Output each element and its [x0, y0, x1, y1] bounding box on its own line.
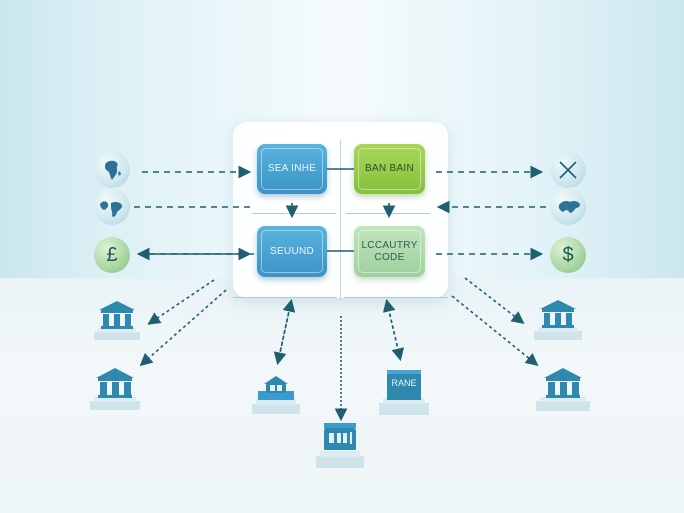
box-label: RANE	[391, 378, 417, 388]
node-label-line2: CODE	[374, 251, 405, 263]
panel-divider-vertical	[340, 140, 341, 300]
kiosk-icon[interactable]	[312, 418, 368, 472]
dollar-currency-icon: $	[550, 237, 586, 273]
box-icon[interactable]: RANE	[377, 368, 431, 418]
node-sea-inhe[interactable]: SEA INHE	[257, 144, 327, 194]
bank-icon[interactable]	[92, 295, 142, 345]
bank-icon[interactable]	[532, 294, 584, 344]
bank-icon[interactable]	[534, 362, 592, 414]
globe-africa-icon	[94, 152, 130, 188]
globe-americas-icon	[94, 189, 130, 225]
node-ban-bain[interactable]: BAN BAIN	[354, 144, 425, 194]
panel-divider-bottom-right	[344, 297, 448, 298]
pound-currency-icon: £	[94, 237, 130, 273]
bank-icon[interactable]	[88, 362, 142, 414]
globe-asia-icon	[550, 189, 586, 225]
panel-divider-bottom-left	[233, 297, 337, 298]
house-icon[interactable]	[250, 372, 302, 418]
node-label-line1: LCCAUTRY	[361, 239, 418, 251]
close-x-icon[interactable]	[550, 152, 586, 188]
node-seuund[interactable]: SEUUND	[257, 226, 327, 277]
